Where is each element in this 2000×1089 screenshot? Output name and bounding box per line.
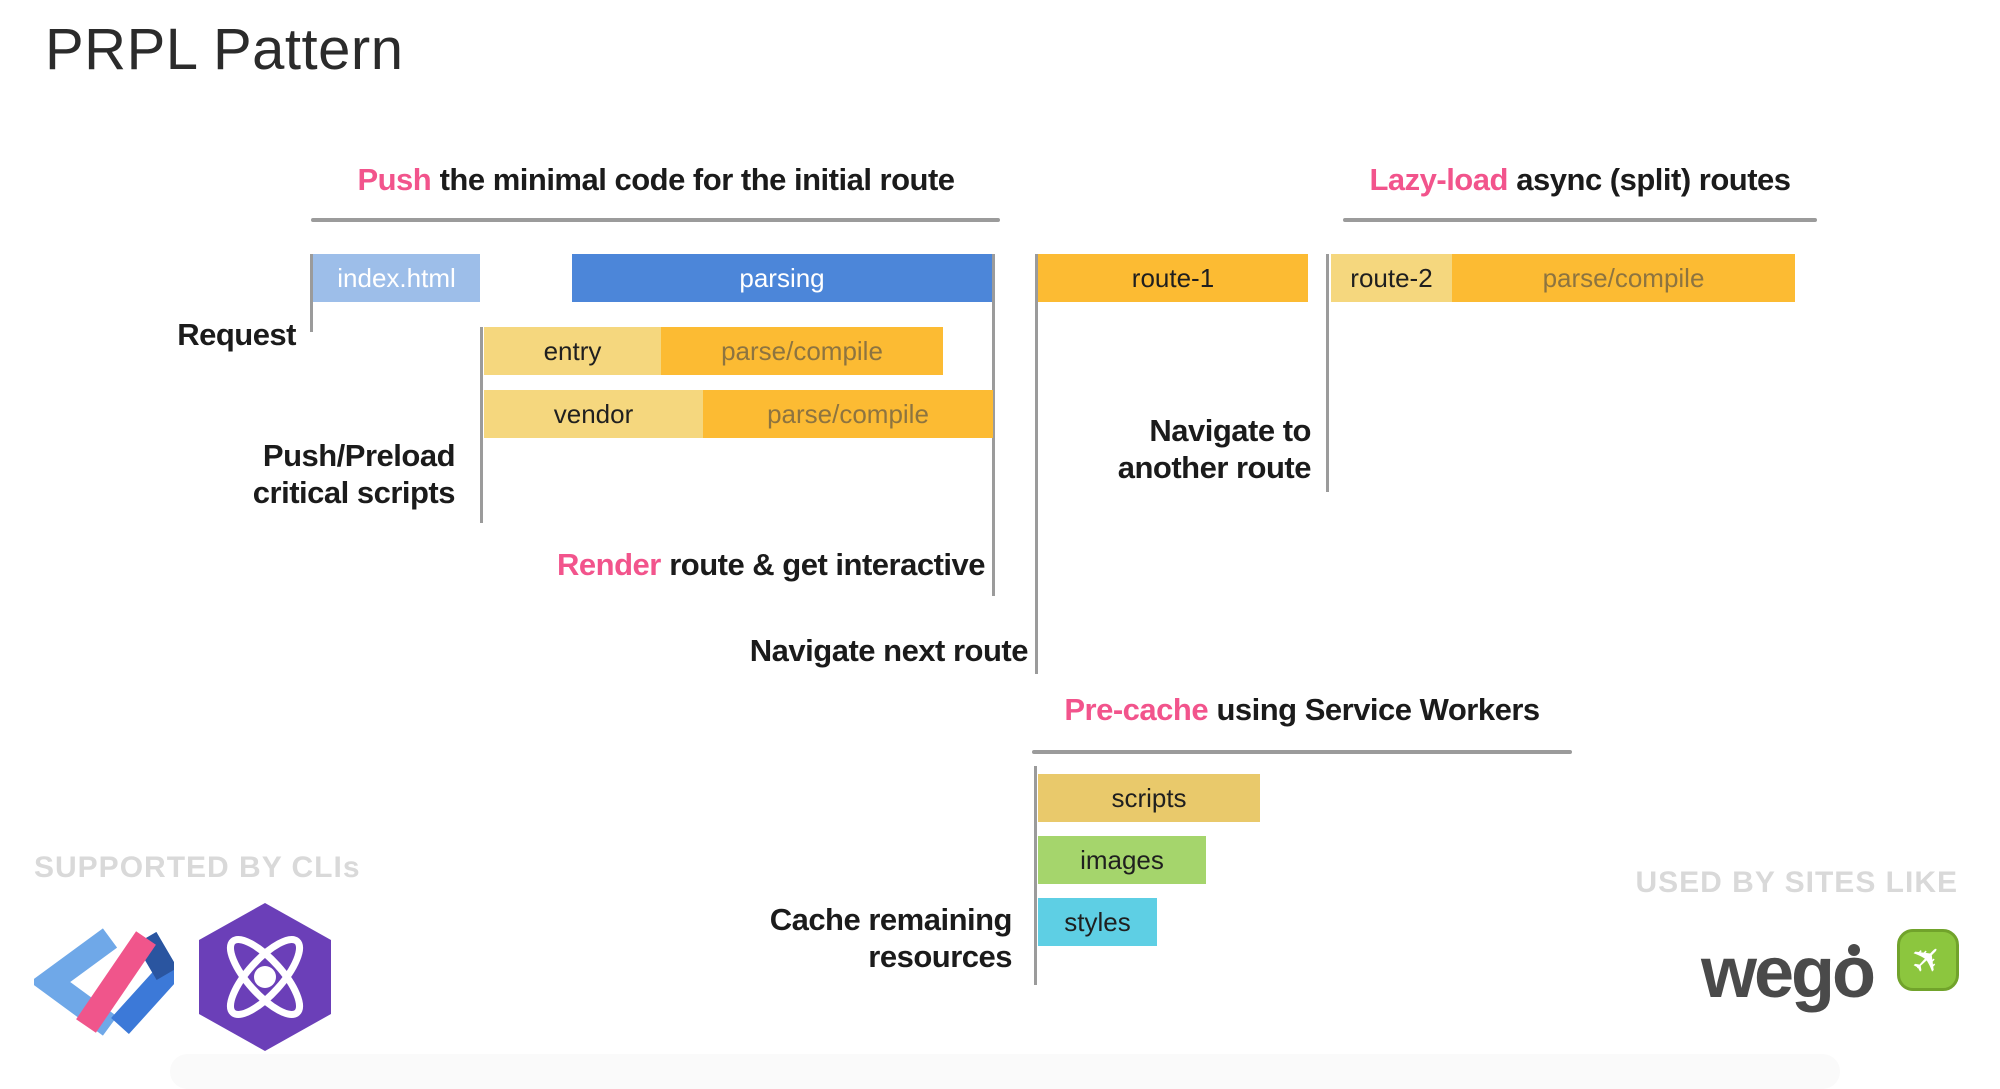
bar-parsing: parsing (572, 254, 992, 302)
preact-logo-icon (199, 903, 331, 1051)
polymer-logo-icon (29, 928, 182, 1036)
supported-by-clis-label: SUPPORTED BY CLIs (34, 851, 361, 884)
bar-styles: styles (1038, 898, 1157, 946)
label-render-rest: route & get interactive (669, 547, 985, 582)
bar-route-2: route-2 (1331, 254, 1452, 302)
heading-push-rest: the minimal code for the initial route (439, 162, 955, 197)
bar-route-1: route-1 (1038, 254, 1308, 302)
label-navigate-another: Navigate to another route (1117, 412, 1312, 486)
used-by-sites-label: USED BY SITES LIKE (1635, 866, 1958, 899)
label-cache-remaining: Cache remaining resources (769, 901, 1013, 975)
wego-dot (1848, 944, 1860, 956)
bar-images: images (1038, 836, 1206, 884)
wego-badge: ✈ (1897, 929, 1959, 991)
bar-vendor-parse-compile: parse/compile (703, 390, 993, 438)
label-push-preload-line2: critical scripts (252, 475, 456, 510)
label-request: Request (177, 317, 296, 352)
heading-lazy-rest: async (split) routes (1516, 162, 1791, 197)
heading-lazy-accent: Lazy-load (1369, 162, 1508, 197)
label-navigate-another-line2: another route (1117, 450, 1312, 485)
label-cache-remaining-line2: resources (868, 939, 1012, 974)
push-underline (311, 218, 1000, 222)
lazy-underline (1343, 218, 1817, 222)
bottom-shade (170, 1054, 1840, 1089)
wego-wordmark: wego (1701, 933, 1876, 1013)
cache-tick (1034, 766, 1037, 985)
preact-logo (198, 902, 332, 1052)
bar-route-2-parse-compile: parse/compile (1452, 254, 1795, 302)
label-push-preload-line1: Push/Preload (262, 438, 456, 473)
push-preload-tick (480, 327, 483, 523)
label-push-preload: Push/Preload critical scripts (252, 437, 456, 511)
bar-entry: entry (484, 327, 661, 375)
heading-precache-accent: Pre-cache (1064, 692, 1209, 727)
label-render-accent: Render (557, 547, 661, 582)
heading-push-accent: Push (357, 162, 432, 197)
bar-index-html: index.html (313, 254, 480, 302)
label-navigate-next: Navigate next route (749, 633, 1029, 668)
bar-vendor: vendor (484, 390, 703, 438)
navigate-next-tick (1035, 254, 1038, 674)
precache-underline (1032, 750, 1572, 754)
bar-entry-parse-compile: parse/compile (661, 327, 943, 375)
bar-scripts: scripts (1038, 774, 1260, 822)
request-tick (310, 254, 313, 332)
route2-tick (1326, 254, 1329, 492)
label-cache-remaining-line1: Cache remaining (769, 902, 1013, 937)
page-title: PRPL Pattern (45, 17, 404, 82)
polymer-logo (29, 926, 182, 1038)
heading-precache-rest: using Service Workers (1216, 692, 1540, 727)
label-navigate-another-line1: Navigate to (1149, 413, 1311, 448)
airplane-icon: ✈ (1901, 933, 1955, 987)
render-tick (992, 254, 995, 596)
